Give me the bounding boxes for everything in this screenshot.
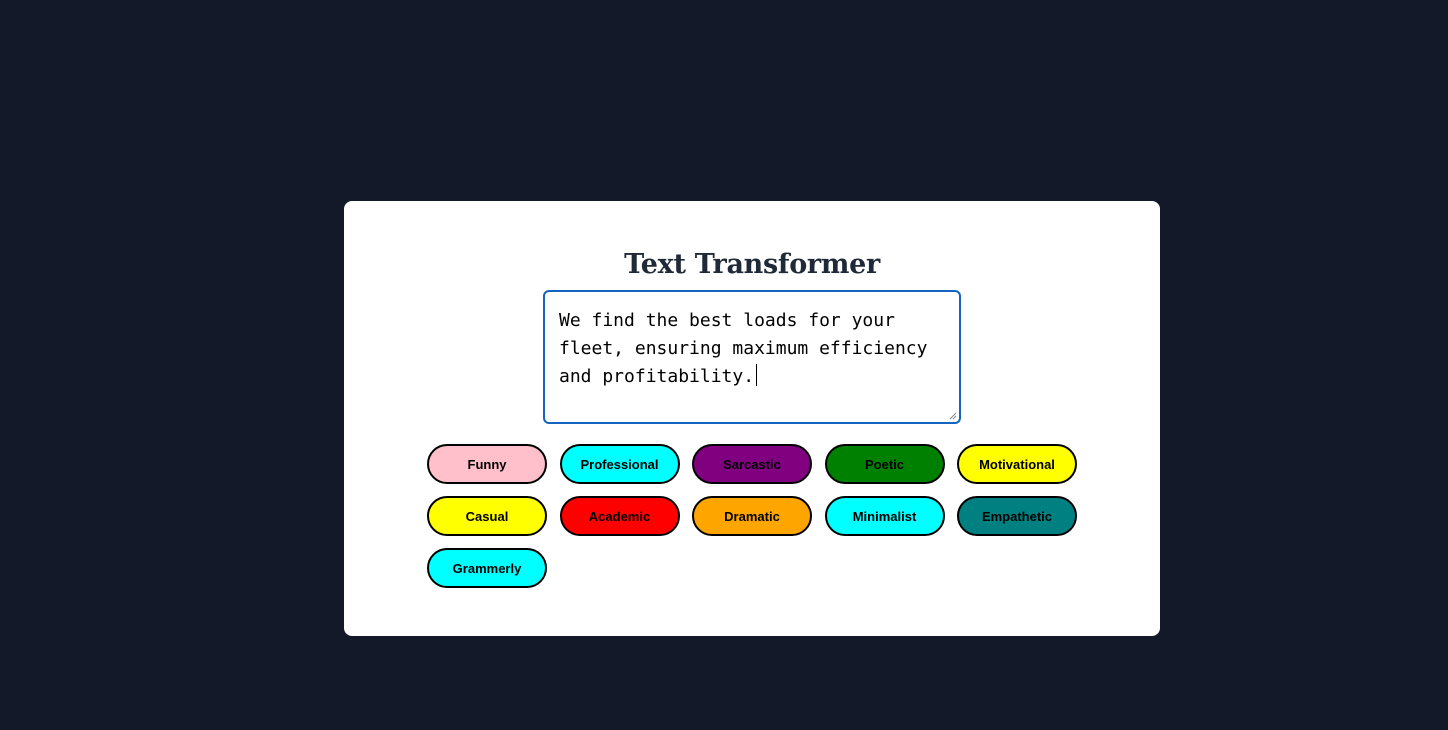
text-input[interactable]: We find the best loads for your fleet, e… xyxy=(543,290,961,424)
text-input-value: We find the best loads for your fleet, e… xyxy=(559,310,939,387)
resize-handle-icon[interactable] xyxy=(949,412,957,420)
tone-button-minimalist[interactable]: Minimalist xyxy=(824,496,945,536)
tone-button-poetic[interactable]: Poetic xyxy=(824,444,945,484)
tone-button-empathetic[interactable]: Empathetic xyxy=(957,496,1077,536)
tone-button-dramatic[interactable]: Dramatic xyxy=(692,496,812,536)
tone-button-professional[interactable]: Professional xyxy=(559,444,680,484)
tone-button-motivational[interactable]: Motivational xyxy=(957,444,1077,484)
tone-button-grammerly[interactable]: Grammerly xyxy=(427,548,547,588)
tone-button-grid: Funny Professional Sarcastic Poetic Moti… xyxy=(427,444,1077,588)
tone-button-casual[interactable]: Casual xyxy=(427,496,547,536)
transformer-card: Text Transformer We find the best loads … xyxy=(344,201,1160,636)
text-caret xyxy=(756,364,758,386)
page-title: Text Transformer xyxy=(624,249,880,280)
tone-button-funny[interactable]: Funny xyxy=(427,444,547,484)
tone-button-academic[interactable]: Academic xyxy=(559,496,680,536)
tone-button-sarcastic[interactable]: Sarcastic xyxy=(692,444,812,484)
